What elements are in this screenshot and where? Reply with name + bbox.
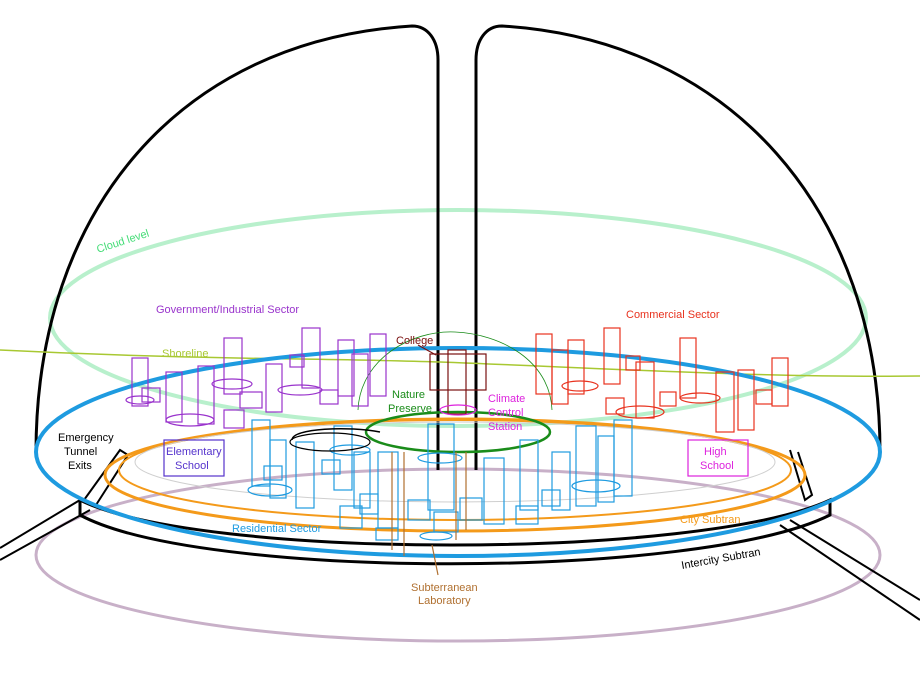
high-school-box (687, 439, 749, 477)
inner-track-ring (134, 421, 776, 503)
emergency-exits-label-1: Emergency (58, 432, 114, 444)
emergency-tunnel-left (0, 448, 130, 561)
dome-base-underside (78, 497, 832, 566)
city-subtran-ring-inner (118, 419, 792, 521)
emergency-exits-label-3: Exits (68, 460, 92, 472)
elementary-school-label-2: School (175, 460, 209, 472)
climate-control-label-2: Control (488, 407, 523, 419)
commercial-towers (535, 327, 789, 433)
nature-preserve-label-2: Preserve (388, 403, 432, 415)
city-disk-rim (34, 346, 882, 558)
commercial-sector-dome (357, 331, 553, 411)
commercial-sector-label: Commercial Sector (626, 309, 720, 321)
government-towers (125, 327, 387, 429)
emergency-tunnel-right (779, 449, 920, 621)
central-axis-ellipse (289, 432, 371, 452)
nature-preserve-label-1: Nature (392, 389, 425, 401)
shoreline-label: Shoreline (162, 348, 208, 360)
government-sector-label: Government/Industrial Sector (156, 304, 299, 316)
intercity-subtran-ring (34, 467, 882, 643)
college-label: College (396, 335, 433, 347)
laboratory-label-1: Subterranean (411, 582, 478, 594)
shoreline-line (0, 349, 920, 378)
cloud-level-ring (48, 208, 868, 428)
residential-sector-label: Residential Sector (232, 523, 322, 535)
dome-outline (34, 24, 882, 470)
elementary-school-box (163, 439, 225, 477)
residential-towers (247, 419, 633, 541)
laboratory-shafts (391, 452, 467, 576)
climate-control-ring (439, 404, 477, 416)
residential-center-arc (291, 427, 381, 441)
emergency-exits-label-2: Tunnel (64, 446, 97, 458)
laboratory-label-2: Laboratory (418, 595, 471, 607)
elementary-school-label-1: Elementary (166, 446, 222, 458)
high-school-label-2: School (700, 460, 734, 472)
high-school-label-1: High (704, 446, 727, 458)
nature-preserve-ring (364, 410, 552, 454)
college-building (417, 344, 487, 415)
climate-control-label-1: Climate (488, 393, 525, 405)
climate-control-label-3: Station (488, 421, 522, 433)
city-subtran-label: City Subtran (680, 514, 741, 526)
